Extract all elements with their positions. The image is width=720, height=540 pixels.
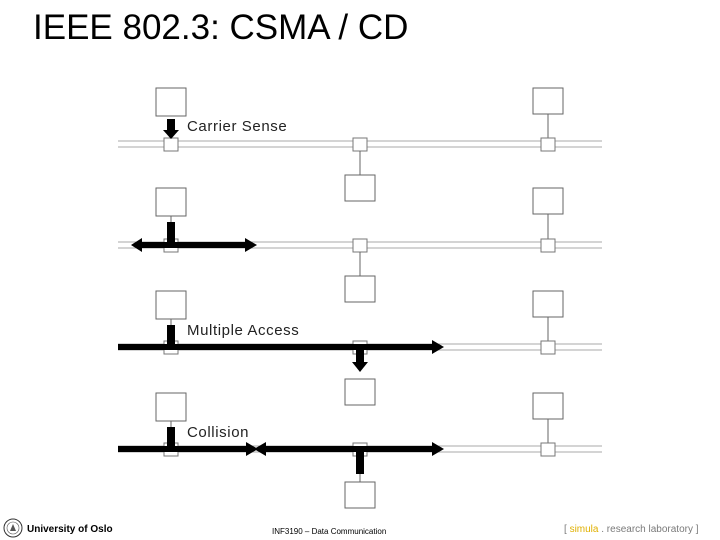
label-multiple-access: Multiple Access — [187, 322, 299, 339]
station-box — [532, 87, 564, 115]
signal-bar-2 — [264, 446, 434, 452]
station-box — [344, 481, 376, 509]
footer-lab-rest: . research laboratory ] — [598, 524, 699, 535]
footer-lab-name: simula — [569, 524, 599, 535]
station-box — [532, 290, 564, 318]
station-box — [532, 187, 564, 215]
tap-box — [540, 340, 556, 355]
signal-stem — [167, 222, 175, 244]
signal-arrow-right — [432, 442, 444, 456]
tap-box — [540, 238, 556, 253]
signal-stem — [167, 427, 175, 448]
slide-title: IEEE 802.3: CSMA / CD — [33, 8, 409, 47]
station-box — [532, 392, 564, 420]
station-box — [344, 174, 376, 202]
signal-arrow-right — [246, 442, 258, 456]
station-box — [155, 392, 187, 422]
receive-arrow-head — [352, 362, 368, 372]
signal-bar — [118, 344, 434, 350]
label-collision: Collision — [187, 424, 249, 441]
station-box — [155, 187, 187, 217]
tap-box — [540, 442, 556, 457]
tap-box — [352, 137, 368, 152]
station-box — [155, 87, 187, 117]
signal-arrow-left — [254, 442, 266, 456]
signal-bar — [118, 446, 248, 452]
receive-arrow-shaft — [356, 350, 364, 362]
signal-arrow-right — [245, 238, 257, 252]
tap-box — [540, 137, 556, 152]
signal-arrow-right — [432, 340, 444, 354]
panel-transmission — [118, 187, 602, 303]
footer-lab-open: [ — [564, 524, 570, 535]
label-carrier-sense: Carrier Sense — [187, 118, 287, 135]
signal-stem-2 — [356, 446, 364, 474]
sense-arrow-shaft — [167, 119, 175, 130]
panel-carrier-sense: Carrier Sense — [118, 87, 602, 202]
signal-stem — [167, 325, 175, 346]
panel-multiple-access: Multiple Access — [118, 290, 602, 406]
sense-arrow-head — [163, 130, 179, 139]
panel-collision: Collision — [118, 392, 602, 509]
tap-box — [163, 137, 179, 152]
station-box — [344, 378, 376, 406]
footer-lab: [ simula . research laboratory ] — [564, 524, 699, 535]
university-seal-icon — [3, 518, 23, 538]
tap-box — [352, 238, 368, 253]
station-box — [344, 275, 376, 303]
footer-university: University of Oslo — [27, 524, 113, 535]
signal-arrow-left — [131, 238, 142, 252]
footer-course: INF3190 – Data Communication — [272, 527, 387, 536]
station-box — [155, 290, 187, 320]
signal-bar — [140, 242, 246, 248]
